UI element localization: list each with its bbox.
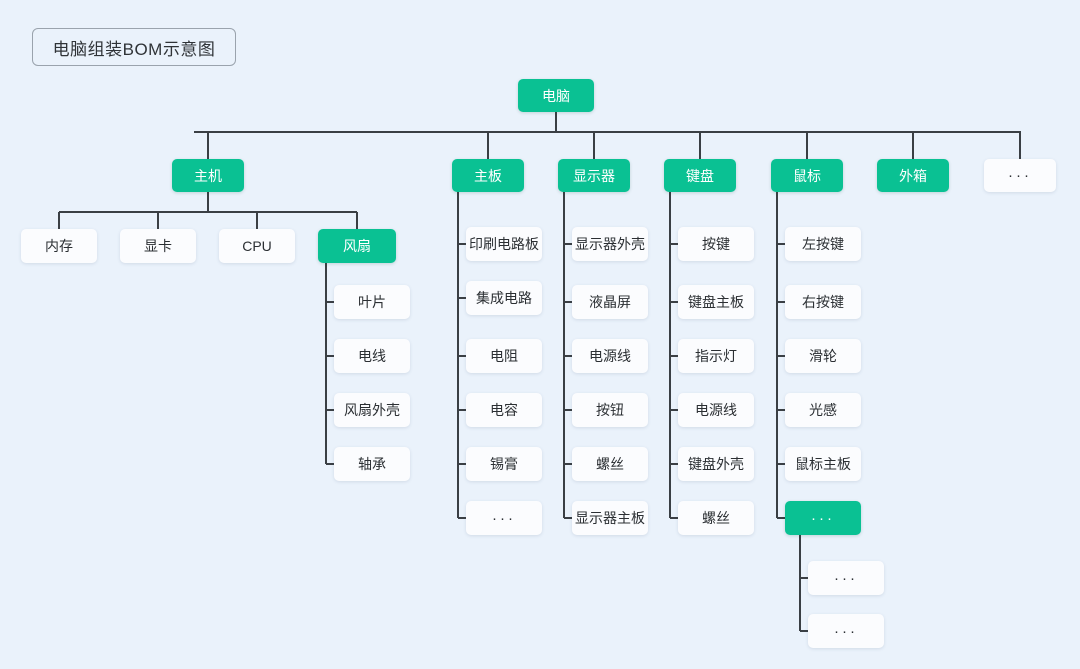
node-fan-shell-fan[interactable]: 风扇外壳 [334,393,410,427]
node-label: 风扇 [343,238,371,254]
node-label: 电容 [490,402,518,418]
node-label: 键盘 [686,167,714,184]
diagram-title-box: 电脑组装BOM示意图 [32,28,236,66]
node-mouse-level1[interactable]: 鼠标 [771,159,843,192]
node-bearing-fan[interactable]: 轴承 [334,447,410,481]
node-key-keyboard[interactable]: 按键 [678,227,754,261]
node-label: 显示器主板 [575,510,645,526]
node-label: 风扇外壳 [344,402,400,418]
node-label: 按钮 [596,402,624,418]
node-ellipsis-mouse-more[interactable]: ··· [808,614,884,648]
node-label: ··· [834,569,858,587]
node-label: 电源线 [589,348,631,364]
node-ellipsis-mouse-more[interactable]: ··· [808,561,884,595]
node-label: 螺丝 [702,510,730,526]
node-label: 鼠标 [793,167,821,184]
node-resistor-mainboard[interactable]: 电阻 [466,339,542,373]
node-scroll-wheel-mouse[interactable]: 滑轮 [785,339,861,373]
node-host-level1[interactable]: 主机 [172,159,244,192]
node-ellipsis-mouse[interactable]: ··· [785,501,861,535]
node-label: CPU [242,238,272,254]
node-label: ··· [811,509,835,527]
node-label: 螺丝 [596,456,624,472]
node-label: 键盘主板 [688,294,744,310]
node-label: 指示灯 [695,348,737,364]
node-label: ··· [1008,167,1032,184]
node-label: 鼠标主板 [795,456,851,472]
node-computer[interactable]: 电脑 [518,79,594,112]
node-screw-monitor[interactable]: 螺丝 [572,447,648,481]
page-title: 电脑组装BOM示意图 [52,39,216,59]
node-monitor-level1[interactable]: 显示器 [558,159,630,192]
node-label: 电阻 [490,348,518,364]
node-wire-fan[interactable]: 电线 [334,339,410,373]
node-fan-host[interactable]: 风扇 [318,229,396,263]
node-monitor-board-monitor[interactable]: 显示器主板 [572,501,648,535]
node-monitor-shell-monitor[interactable]: 显示器外壳 [572,227,648,261]
node-label: 液晶屏 [589,294,631,310]
node-right-button-mouse[interactable]: 右按键 [785,285,861,319]
node-keyboard-shell-keyboard[interactable]: 键盘外壳 [678,447,754,481]
node-label: 外箱 [899,167,927,184]
node-label: 左按键 [802,236,844,252]
node-label: 锡膏 [490,456,518,472]
node-ellipsis-level1[interactable]: ··· [984,159,1056,192]
node-label: ··· [834,622,858,640]
node-solder-paste-mainboard[interactable]: 锡膏 [466,447,542,481]
node-power-cord-keyboard[interactable]: 电源线 [678,393,754,427]
node-label: 集成电路 [476,290,532,306]
node-mainboard-level1[interactable]: 主板 [452,159,524,192]
node-label: 电源线 [695,402,737,418]
node-label: 主机 [194,167,222,184]
node-ellipsis-mainboard[interactable]: ··· [466,501,542,535]
node-optical-sensor-mouse[interactable]: 光感 [785,393,861,427]
node-screw-keyboard[interactable]: 螺丝 [678,501,754,535]
node-cpu-host[interactable]: CPU [219,229,295,263]
node-power-cord-monitor[interactable]: 电源线 [572,339,648,373]
node-keyboard-board-keyboard[interactable]: 键盘主板 [678,285,754,319]
node-label: 电线 [358,348,386,364]
node-label: 内存 [45,238,73,254]
node-lcd-panel-monitor[interactable]: 液晶屏 [572,285,648,319]
node-label: 叶片 [358,294,386,310]
node-label: 按键 [702,236,730,252]
node-ic-mainboard[interactable]: 集成电路 [466,281,542,315]
node-label: 滑轮 [809,348,837,364]
node-memory-host[interactable]: 内存 [21,229,97,263]
node-pcb-mainboard[interactable]: 印刷电路板 [466,227,542,261]
node-label: 显示器 [573,167,615,184]
node-blade-fan[interactable]: 叶片 [334,285,410,319]
node-label: 主板 [474,167,502,184]
node-graphics-card-host[interactable]: 显卡 [120,229,196,263]
node-capacitor-mainboard[interactable]: 电容 [466,393,542,427]
node-mouse-board-mouse[interactable]: 鼠标主板 [785,447,861,481]
node-button-monitor[interactable]: 按钮 [572,393,648,427]
node-label: 电脑 [542,87,570,104]
node-left-button-mouse[interactable]: 左按键 [785,227,861,261]
node-label: 光感 [809,402,837,418]
node-keyboard-level1[interactable]: 键盘 [664,159,736,192]
node-label: 轴承 [358,456,386,472]
node-outer-box-level1[interactable]: 外箱 [877,159,949,192]
node-label: 显卡 [144,238,172,254]
node-label: 显示器外壳 [575,236,645,252]
node-label: 印刷电路板 [469,236,539,252]
node-indicator-light-keyboard[interactable]: 指示灯 [678,339,754,373]
node-label: 键盘外壳 [688,456,744,472]
node-label: ··· [492,509,516,527]
node-label: 右按键 [802,294,844,310]
